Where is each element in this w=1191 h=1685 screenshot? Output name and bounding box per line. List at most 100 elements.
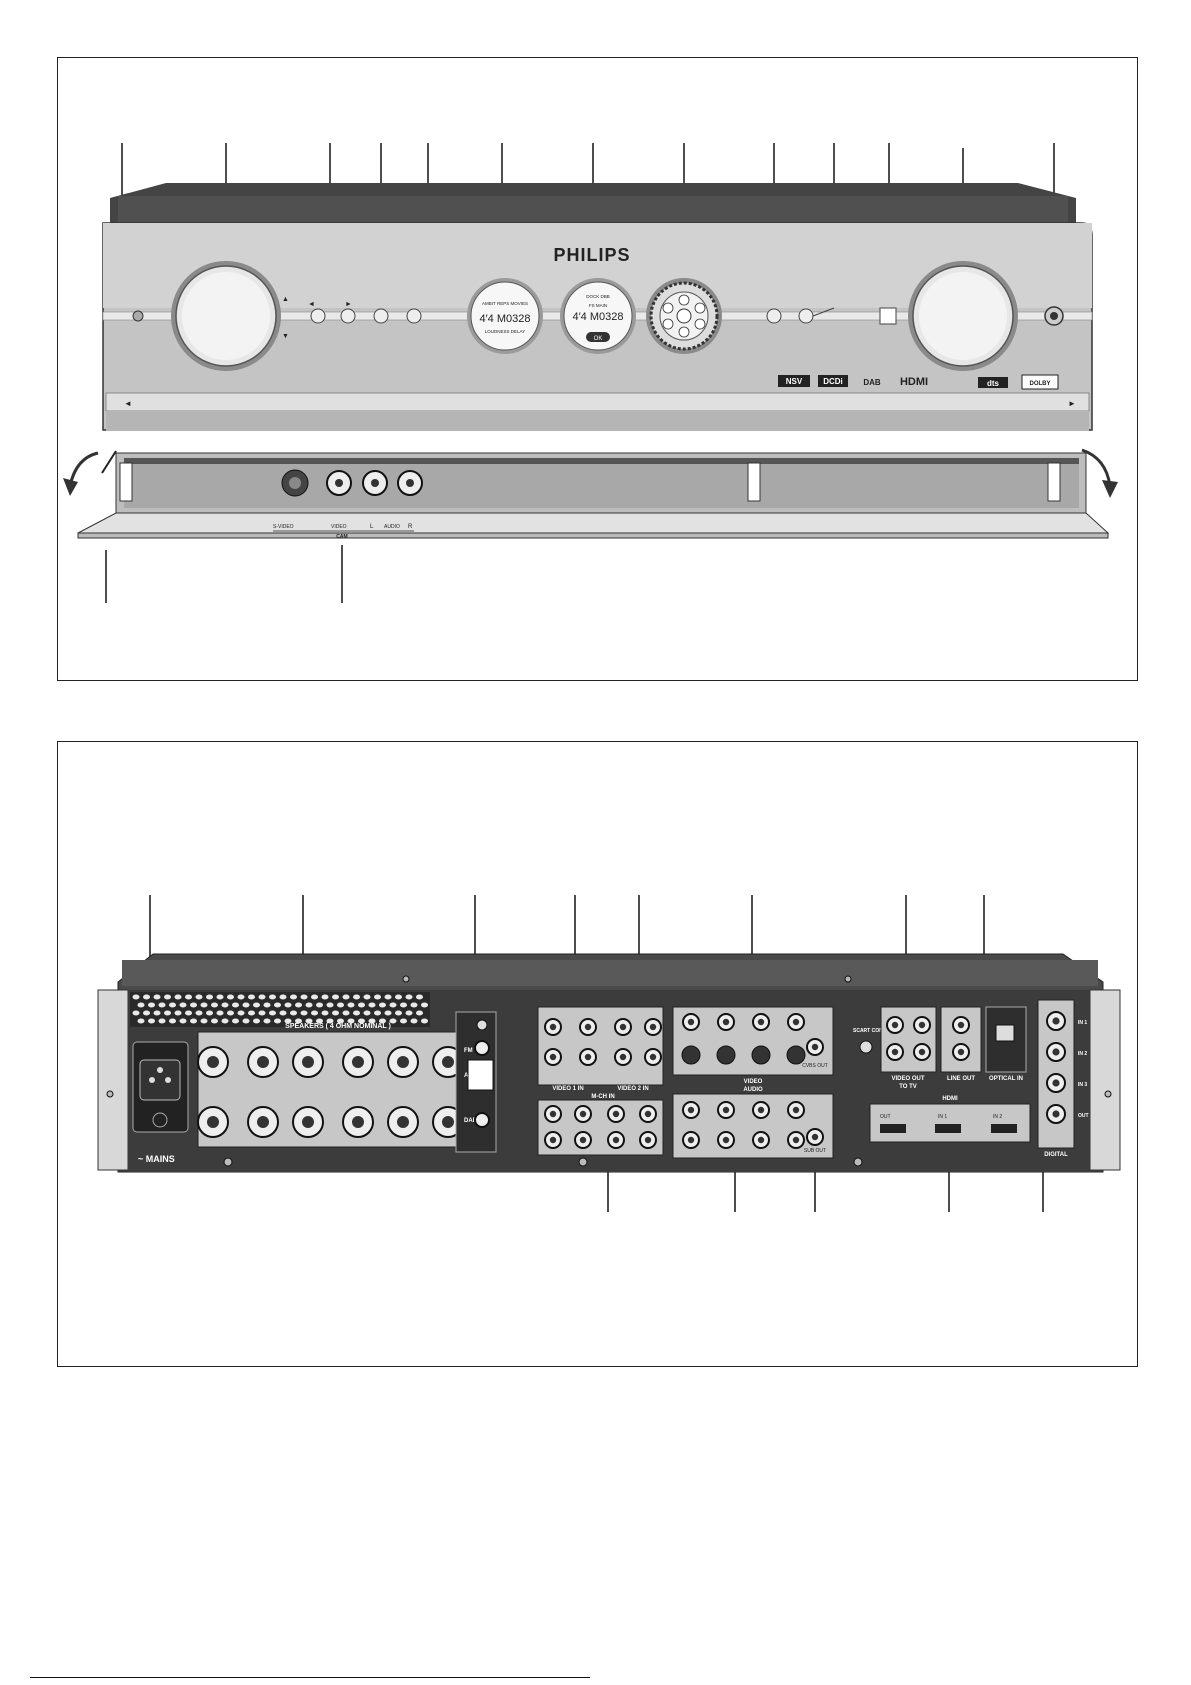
svg-text:VIDEO: VIDEO: [744, 1079, 763, 1085]
svg-text:OUT: OUT: [1078, 1113, 1089, 1119]
rca-jack: [806, 1128, 824, 1146]
svg-text:SUB OUT: SUB OUT: [804, 1148, 826, 1154]
digital-jack: [1046, 1042, 1066, 1062]
rear-panel-illustration: ~ MAINS SPEAKERS ( 4 OHM NOMINAL ) FM AM…: [97, 895, 1121, 1212]
optical-in-port: [995, 1024, 1015, 1042]
front-panel-figure: ◄ ► ▲ ▼ ◄ ► PHILIPS AMBIT REPS MOVIES 4′…: [57, 57, 1138, 681]
rca-jack: [717, 1101, 735, 1119]
rca-jack: [886, 1043, 904, 1061]
function-button-a: [373, 308, 389, 324]
svg-text:AUDIO: AUDIO: [384, 524, 400, 530]
svg-text:~ MAINS: ~ MAINS: [138, 1154, 175, 1164]
rca-jack: [682, 1013, 700, 1031]
svg-text:AUDIO: AUDIO: [743, 1087, 763, 1093]
svg-text:4′4 M0328: 4′4 M0328: [480, 313, 531, 325]
digital-jack: [1046, 1104, 1066, 1124]
svg-text:IN 3: IN 3: [1078, 1082, 1087, 1088]
svg-text:CVBS OUT: CVBS OUT: [802, 1063, 828, 1069]
svg-text:4′4 M0328: 4′4 M0328: [573, 311, 624, 323]
digital-jack: [1046, 1011, 1066, 1031]
svg-text:VIDEO OUT: VIDEO OUT: [891, 1076, 924, 1082]
svg-text:TO TV: TO TV: [899, 1084, 917, 1090]
rca-jack: [544, 1131, 562, 1149]
svg-text:HDMI: HDMI: [942, 1096, 958, 1102]
footer-rule: [30, 1677, 590, 1678]
rca-jack: [574, 1105, 592, 1123]
footer-text: [610, 1669, 647, 1681]
svg-text:DOCK DBB: DOCK DBB: [586, 294, 610, 299]
rca-jack: [787, 1101, 805, 1119]
hdmi-block: [869, 1103, 1031, 1143]
rca-jack: [717, 1013, 735, 1031]
rca-jack: [952, 1043, 970, 1061]
rca-jack: [682, 1101, 700, 1119]
rca-jack: [579, 1048, 597, 1066]
rca-jack: [886, 1016, 904, 1034]
svg-text:IN 2: IN 2: [993, 1114, 1002, 1120]
rca-jack: [806, 1038, 824, 1056]
svg-text:DIGITAL: DIGITAL: [1044, 1152, 1068, 1158]
brand-logo: PHILIPS: [553, 245, 630, 265]
svg-text:DCDi: DCDi: [823, 377, 843, 386]
rca-jack: [607, 1131, 625, 1149]
function-button-b: [406, 308, 422, 324]
svg-text:LINE OUT: LINE OUT: [947, 1076, 975, 1082]
svg-text:IN 2: IN 2: [1078, 1051, 1087, 1057]
rca-jack: [544, 1105, 562, 1123]
standby-button: [132, 310, 144, 322]
svg-text:FM: FM: [464, 1048, 473, 1054]
speaker-terminal: [342, 1046, 374, 1078]
front-logo-row: NSV DCDi DAB HDMI dts DOLBY: [778, 374, 1059, 390]
rca-jack: [682, 1131, 700, 1149]
speaker-terminal: [387, 1046, 419, 1078]
rca-jack: [579, 1018, 597, 1036]
svg-text:SCART CONTROL: SCART CONTROL: [853, 1028, 896, 1034]
rca-jack: [544, 1018, 562, 1036]
svg-text:DAB: DAB: [863, 378, 881, 387]
speaker-terminal: [247, 1106, 279, 1138]
svideo-jack: [681, 1045, 701, 1065]
svg-text:DAB: DAB: [464, 1118, 478, 1124]
svg-text:CAM: CAM: [336, 534, 347, 540]
speaker-terminal: [292, 1106, 324, 1138]
svg-text:OPTICAL IN: OPTICAL IN: [989, 1076, 1023, 1082]
rca-jack: [787, 1131, 805, 1149]
svg-text:DOLBY: DOLBY: [1030, 381, 1051, 387]
ir-sensor: [879, 307, 897, 325]
rca-jack: [752, 1131, 770, 1149]
svg-text:HDMI: HDMI: [900, 376, 928, 388]
tuning-right-button: [340, 308, 356, 324]
svg-text:S-VIDEO: S-VIDEO: [273, 524, 294, 530]
svg-text:FS MAIN: FS MAIN: [589, 303, 607, 308]
svg-text:▼: ▼: [282, 333, 289, 340]
svideo-jack: [751, 1045, 771, 1065]
speaker-terminal: [247, 1046, 279, 1078]
speaker-terminal: [342, 1106, 374, 1138]
svg-text:IN 1: IN 1: [938, 1114, 947, 1120]
speaker-terminal: [197, 1046, 229, 1078]
svg-text:NSV: NSV: [786, 377, 803, 386]
speaker-terminal: [292, 1046, 324, 1078]
mode-button-a: [766, 308, 782, 324]
rca-jack: [752, 1101, 770, 1119]
rca-jack: [644, 1018, 662, 1036]
svg-text:OK: OK: [594, 336, 603, 342]
svg-text:AMBIT REPS MOVIES: AMBIT REPS MOVIES: [482, 301, 528, 306]
front-panel-illustration: ◄ ► ▲ ▼ ◄ ► PHILIPS AMBIT REPS MOVIES 4′…: [63, 143, 1118, 603]
svg-text:SPEAKERS ( 4 OHM NOMINAL ): SPEAKERS ( 4 OHM NOMINAL ): [285, 1023, 391, 1030]
front-flap: [77, 512, 1110, 534]
speaker-terminal: [197, 1106, 229, 1138]
rca-jack: [544, 1048, 562, 1066]
svideo-jack: [716, 1045, 736, 1065]
svg-text:►: ►: [1068, 399, 1076, 408]
rca-jack: [607, 1105, 625, 1123]
speaker-terminal: [387, 1106, 419, 1138]
svg-text:▲: ▲: [282, 296, 289, 303]
svg-text:IN 1: IN 1: [1078, 1020, 1087, 1026]
rca-jack: [614, 1048, 632, 1066]
svg-text:◄: ◄: [124, 399, 132, 408]
svg-text:◄: ◄: [308, 301, 315, 308]
svg-text:M-CH IN: M-CH IN: [591, 1094, 614, 1100]
rca-jack: [913, 1016, 931, 1034]
rca-jack: [752, 1013, 770, 1031]
